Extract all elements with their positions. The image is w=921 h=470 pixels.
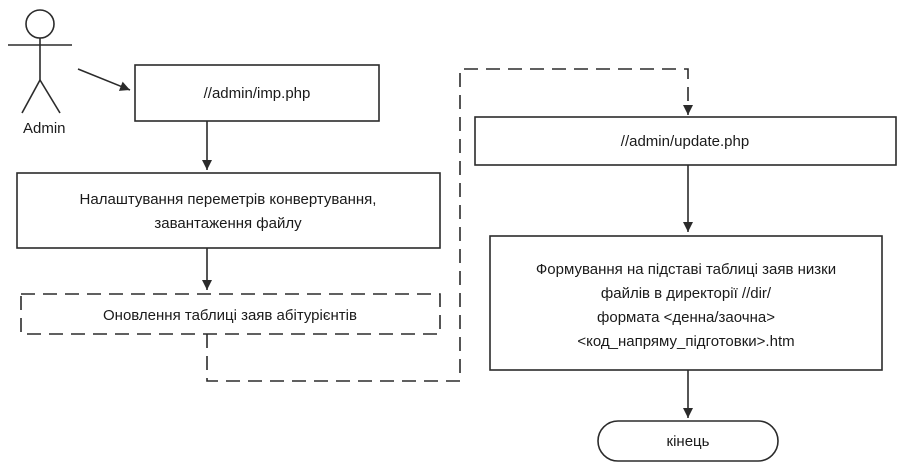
settings-label-line-2: завантаження файлу [154, 215, 302, 232]
update-php-box [474, 116, 897, 166]
update-table-label: Оновлення таблиці заяв абітурієнтів [103, 307, 357, 324]
dashed-connector-to-update-php [206, 68, 693, 382]
end-terminator [597, 420, 779, 462]
admin-actor-label: Admin [23, 120, 66, 137]
forming-label-line-1: Формування на підставі таблиці заяв низк… [536, 261, 836, 278]
end-label: кінець [667, 433, 710, 450]
forming-label-line-2: файлів в директорії //dir/ [601, 285, 772, 302]
forming-label-line-3: формата <денна/заочна> [597, 309, 775, 326]
settings-box [16, 172, 441, 249]
settings-label-line-1: Налаштування переметрів конвертування, [80, 191, 377, 208]
update-table-box [20, 293, 441, 335]
admin-actor-icon [8, 9, 72, 114]
arrow-actor-to-imp [77, 68, 131, 91]
forming-box [489, 235, 883, 371]
forming-label-line-4: <код_напряму_підготовки>.htm [577, 333, 794, 350]
imp-php-box [134, 64, 380, 122]
update-php-label: //admin/update.php [621, 133, 749, 150]
imp-php-label: //admin/imp.php [204, 85, 311, 102]
